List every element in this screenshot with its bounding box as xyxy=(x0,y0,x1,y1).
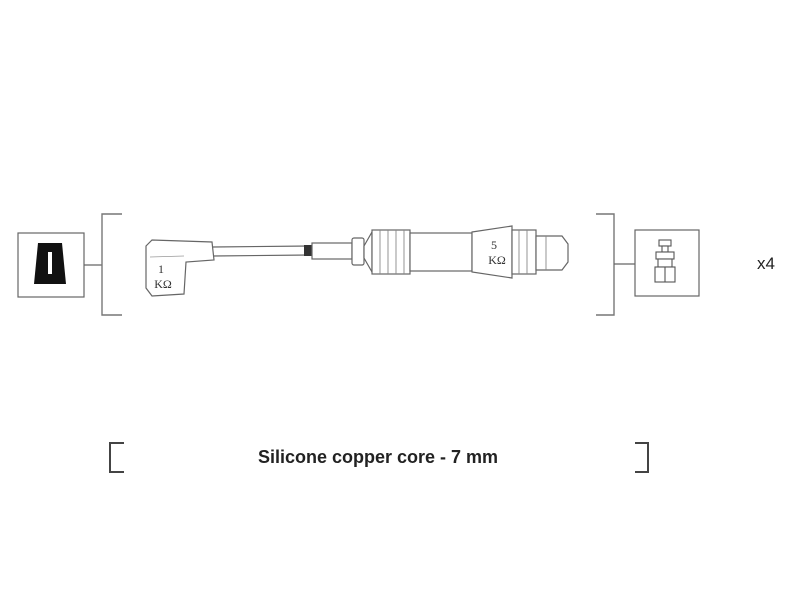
caption-left-bracket xyxy=(109,442,124,473)
cable-lead xyxy=(212,242,353,260)
left-bracket xyxy=(101,213,122,316)
distributor-cap-terminal-icon xyxy=(34,243,66,284)
distributor-terminal-box xyxy=(17,232,85,298)
quantity-label: x4 xyxy=(757,254,775,273)
angled-boot: 1 KΩ xyxy=(145,239,215,297)
straight-boot: 5 KΩ xyxy=(351,225,569,279)
left-boot-resistance-value: 1 xyxy=(158,262,164,276)
spark-plug-terminal-icon xyxy=(654,239,676,283)
caption-right-bracket xyxy=(635,442,649,473)
right-boot-resistance-value: 5 xyxy=(491,238,497,252)
right-bracket xyxy=(596,213,615,316)
caption-text: Silicone copper core - 7 mm xyxy=(258,447,498,467)
right-boot-resistance-unit: KΩ xyxy=(488,253,506,267)
left-boot-resistance-unit: KΩ xyxy=(154,277,172,291)
spark-plug-terminal-box xyxy=(634,229,700,297)
